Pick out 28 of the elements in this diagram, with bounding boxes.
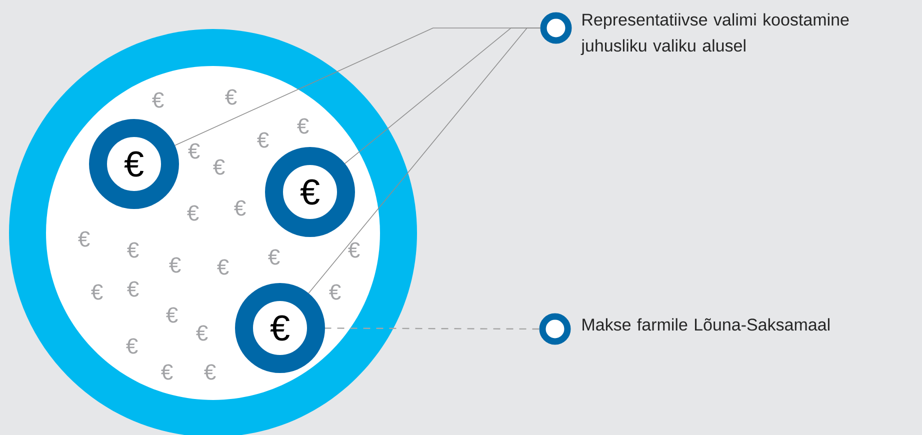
euro-sign: € xyxy=(161,364,173,380)
leader-line xyxy=(308,28,541,294)
euro-sign: € xyxy=(297,118,309,134)
euro-sign: € xyxy=(213,159,225,175)
ring-marker xyxy=(539,313,571,345)
ring-marker xyxy=(540,12,572,44)
euro-sign: € xyxy=(152,92,164,108)
euro-sign: € xyxy=(204,364,216,380)
euro-sign: € xyxy=(257,132,269,148)
euro-sign: € xyxy=(166,307,178,323)
marker-caption: Representatiivse valimi koostamine juhusliku valiku alusel xyxy=(580,13,849,56)
euro-sign: € xyxy=(78,231,90,247)
euro-sign: € xyxy=(225,89,237,105)
euro-sign: € xyxy=(188,143,200,159)
euro-sign: € xyxy=(217,259,229,275)
euro-sign: € xyxy=(127,281,139,297)
euro-sign: € xyxy=(126,338,138,354)
euro-sign: € xyxy=(268,249,280,265)
euro-sign: € xyxy=(329,284,341,300)
euro-sign: € xyxy=(348,242,360,258)
euro-sign: € xyxy=(196,325,208,341)
euro-sign: € xyxy=(169,257,181,273)
euro-sign: € xyxy=(91,284,103,300)
euro-sign: € xyxy=(234,200,246,216)
euro-sign: € xyxy=(127,242,139,258)
leader-line xyxy=(325,328,540,330)
euro-sign: € xyxy=(187,205,199,221)
marker-caption: Makse farmile Lõuna-Saksamaal xyxy=(582,318,830,331)
